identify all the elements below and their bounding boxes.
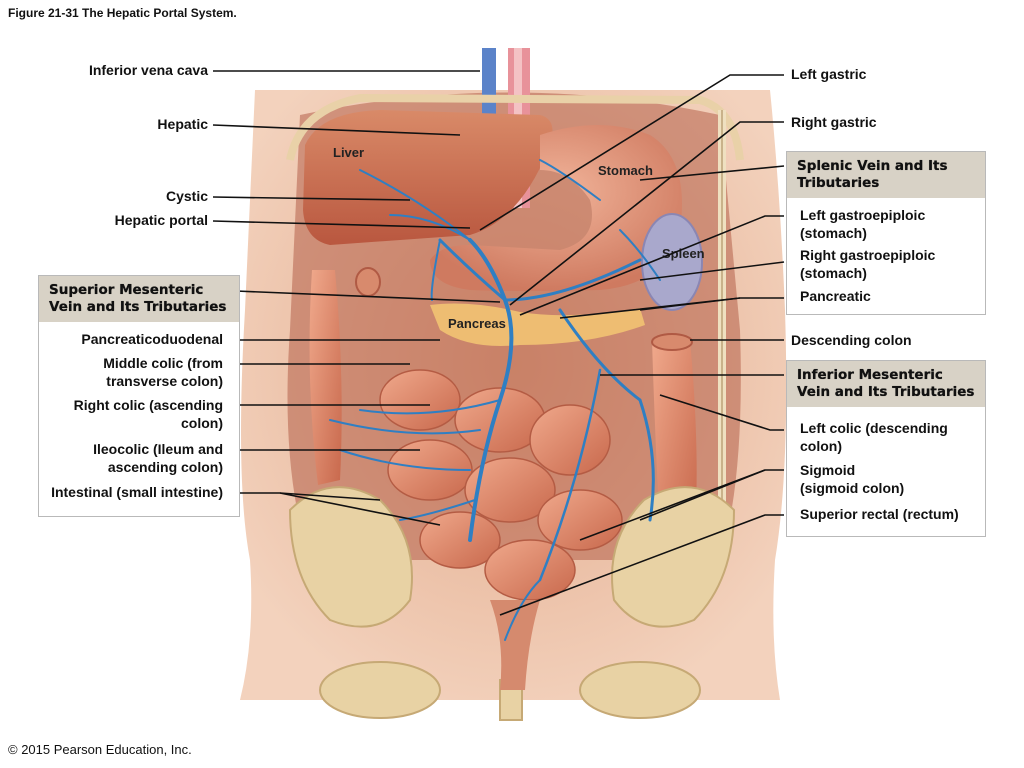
- inferior-mesenteric-header: Inferior Mesenteric Vein and Its Tributa…: [787, 361, 985, 407]
- descending-colon-shape: [652, 340, 697, 530]
- ascending-colon: [309, 270, 342, 485]
- stomach-shape: [430, 125, 682, 291]
- label-sigmoid-line2: (sigmoid colon): [800, 480, 905, 496]
- superior-mesenteric-header-line2: Vein and Its Tributaries: [49, 299, 227, 315]
- splenic-header-line2: Tributaries: [797, 175, 880, 191]
- portal-veins: [329, 159, 661, 641]
- figure-title: Figure 21-31 The Hepatic Portal System.: [8, 6, 237, 20]
- label-cystic: Cystic: [165, 188, 208, 204]
- inferior-mesenteric-header-line1: Inferior Mesenteric: [797, 367, 943, 383]
- copyright-notice: © 2015 Pearson Education, Inc.: [8, 742, 192, 757]
- label-left-gastric: Left gastric: [791, 66, 867, 82]
- label-right-colic-line1: Right colic (ascending: [73, 397, 223, 413]
- label-middle-colic-line1: Middle colic (from: [103, 355, 223, 371]
- inferior-mesenteric-header-line2: Vein and Its Tributaries: [797, 384, 975, 400]
- splenic-vein-header: Splenic Vein and Its Tributaries: [787, 152, 985, 198]
- label-left-gastroepiploic-line1: Left gastroepiploic: [800, 207, 926, 223]
- superior-mesenteric-header-line1: Superior Mesenteric: [49, 282, 204, 298]
- label-left-gastroepiploic-line2: (stomach): [800, 225, 867, 241]
- label-pancreaticoduodenal: Pancreaticoduodenal: [81, 331, 223, 347]
- label-sigmoid-line1: Sigmoid: [800, 462, 856, 478]
- organ-label-liver: Liver: [333, 145, 365, 160]
- inferior-mesenteric-box: Inferior Mesenteric Vein and Its Tributa…: [786, 360, 986, 537]
- label-pancreatic: Pancreatic: [800, 288, 871, 304]
- splenic-header-line1: Splenic Vein and Its: [797, 158, 948, 174]
- organ-label-spleen: Spleen: [662, 246, 705, 261]
- label-right-gastroepiploic-line2: (stomach): [800, 265, 867, 281]
- splenic-vein-box: Splenic Vein and Its Tributaries: [786, 151, 986, 315]
- label-left-colic-line1: Left colic (descending: [800, 420, 948, 436]
- superior-mesenteric-box: Superior Mesenteric Vein and Its Tributa…: [38, 275, 240, 517]
- label-descending-colon: Descending colon: [791, 332, 912, 348]
- label-inferior-vena-cava: Inferior vena cava: [88, 62, 208, 78]
- label-hepatic-portal: Hepatic portal: [114, 212, 208, 228]
- liver-shape: [303, 110, 553, 245]
- label-hepatic: Hepatic: [157, 116, 208, 132]
- label-left-colic-line2: colon): [800, 438, 842, 454]
- label-right-colic-line2: colon): [181, 415, 223, 431]
- label-superior-rectal: Superior rectal (rectum): [800, 506, 959, 522]
- label-intestinal: Intestinal (small intestine): [51, 484, 223, 500]
- label-ileocolic-line2: ascending colon): [107, 459, 223, 475]
- organ-label-pancreas: Pancreas: [448, 316, 506, 331]
- organ-label-stomach: Stomach: [598, 163, 653, 178]
- spleen-shape: [641, 213, 703, 311]
- superior-mesenteric-header: Superior Mesenteric Vein and Its Tributa…: [39, 276, 239, 322]
- label-right-gastroepiploic-line1: Right gastroepiploic: [800, 247, 936, 263]
- pelvis: [288, 486, 736, 721]
- label-right-gastric: Right gastric: [791, 114, 877, 130]
- label-middle-colic-line2: transverse colon): [106, 373, 223, 389]
- label-ileocolic-line1: Ileocolic (Ileum and: [93, 441, 223, 457]
- rectum: [490, 600, 540, 690]
